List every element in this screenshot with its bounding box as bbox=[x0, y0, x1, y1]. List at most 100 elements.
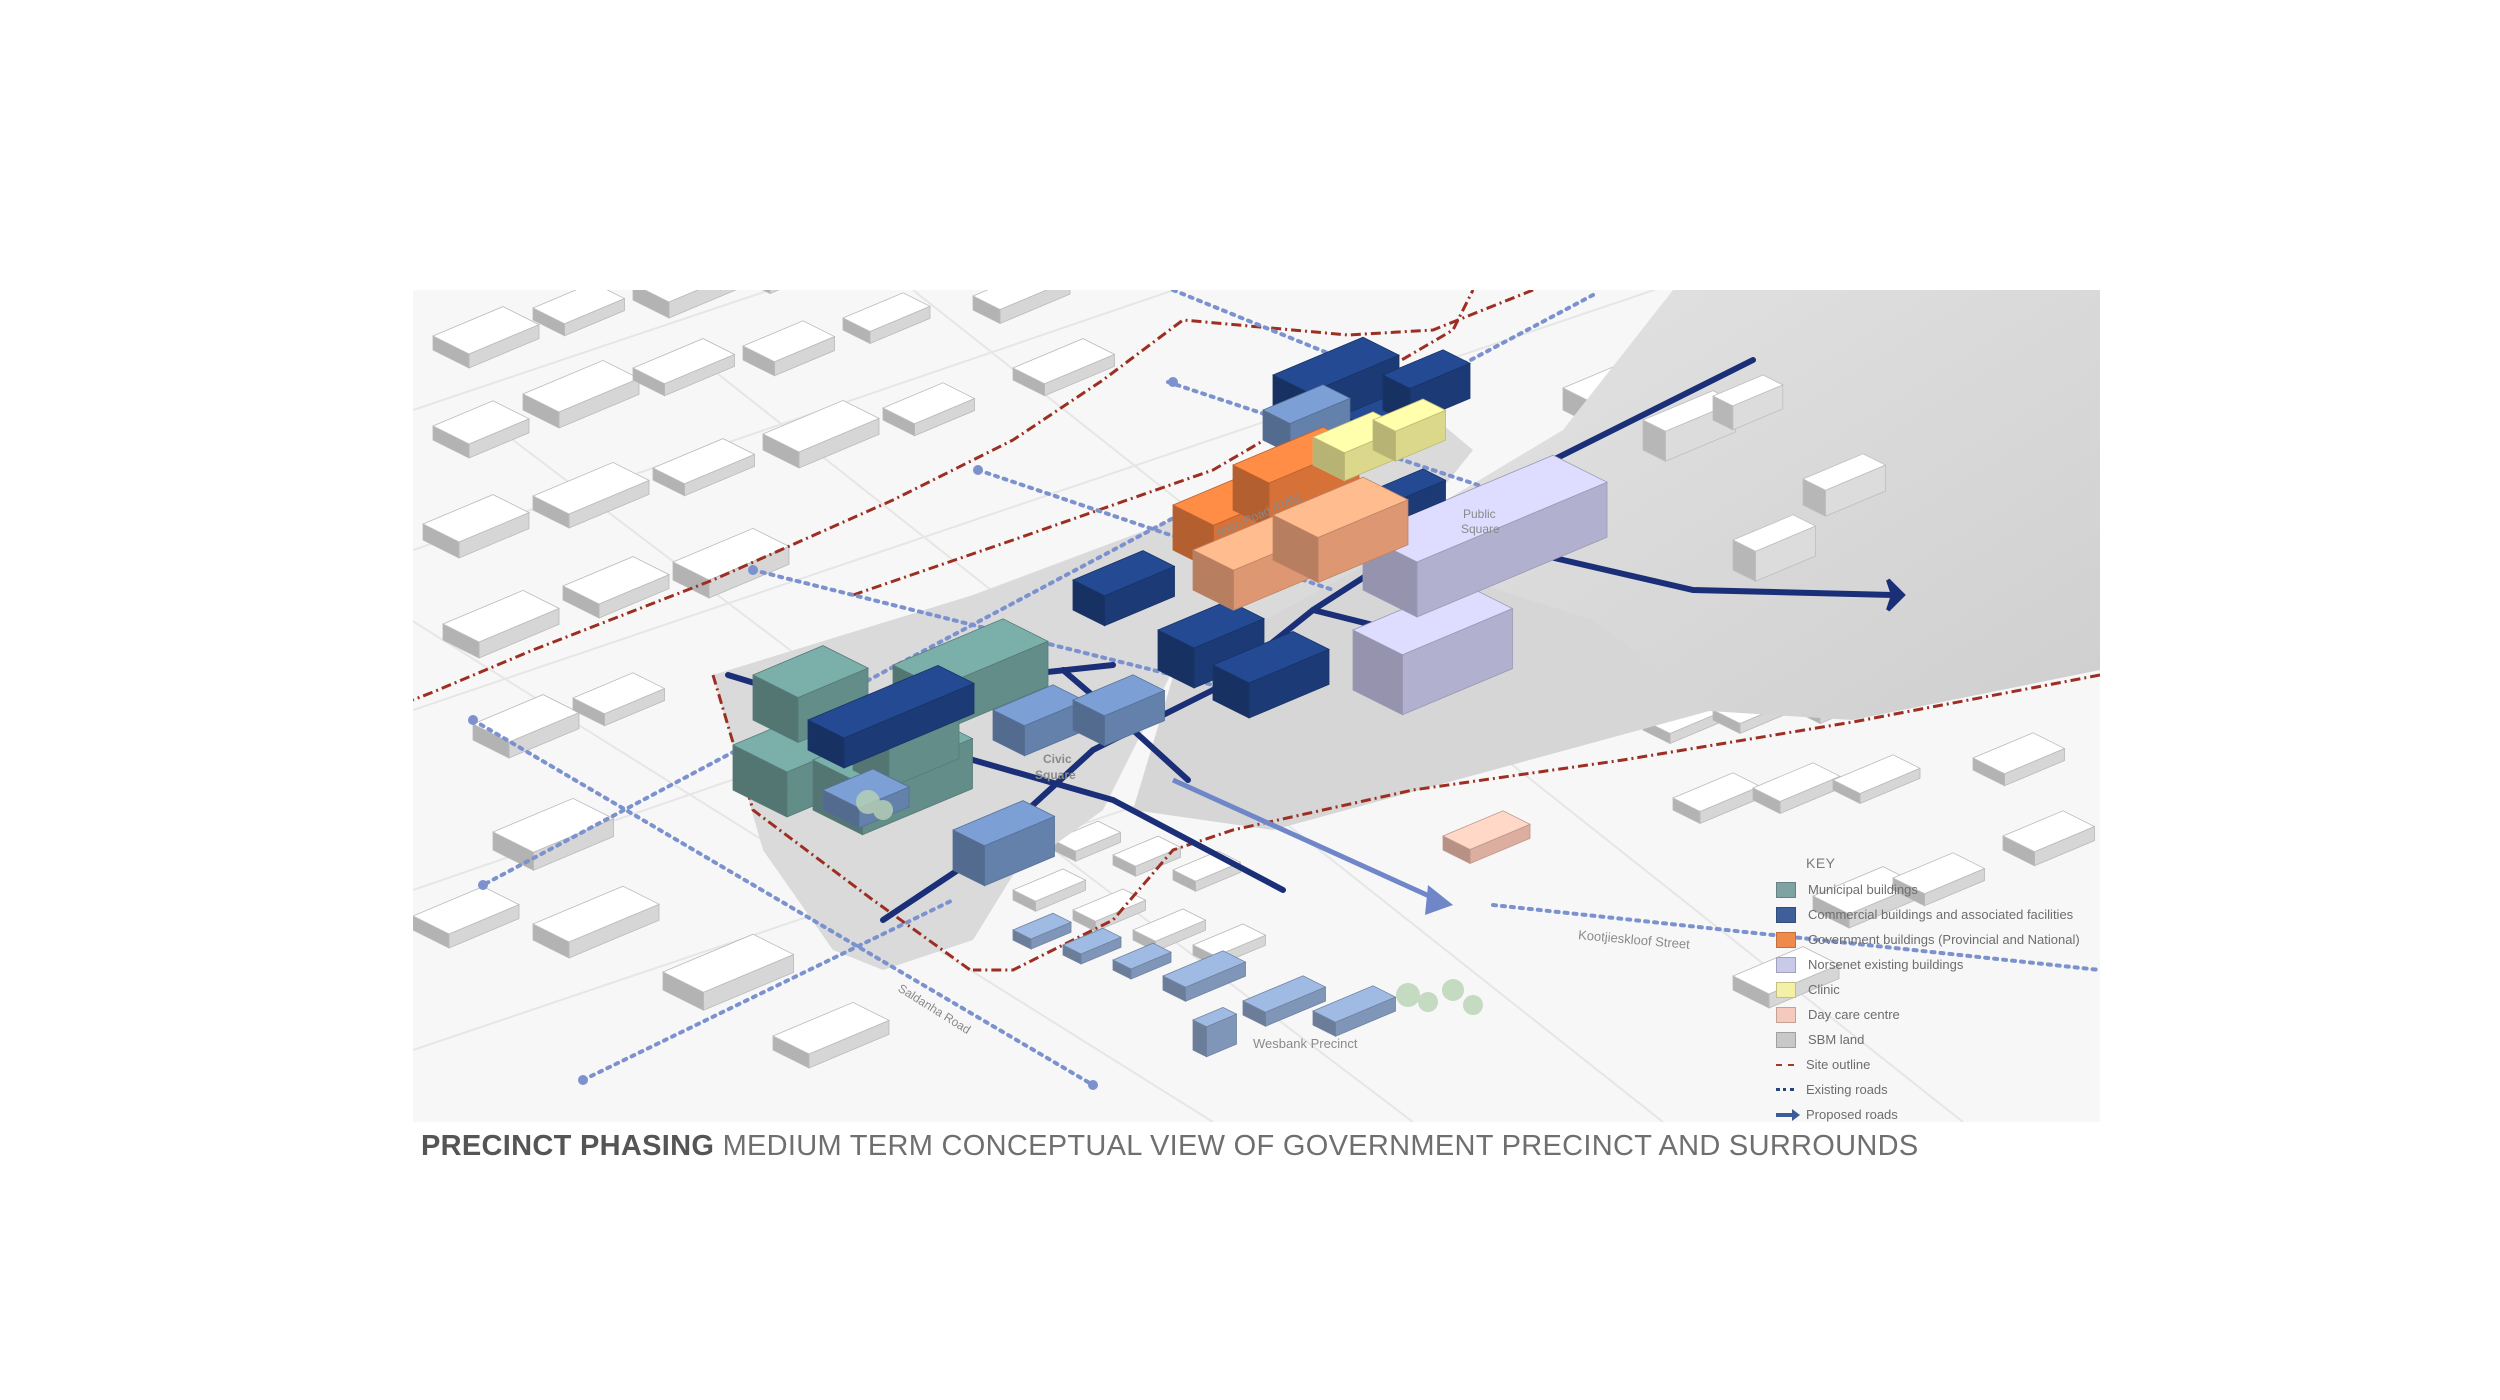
key-title: KEY bbox=[1806, 855, 1836, 871]
key-swatch-daycare bbox=[1776, 1006, 1796, 1023]
context-block bbox=[532, 290, 626, 337]
proposed-road-arrow-south bbox=[1425, 885, 1453, 915]
context-block bbox=[1012, 868, 1087, 912]
commercial-light-c bbox=[1072, 674, 1166, 747]
wesbank-building-b bbox=[1062, 927, 1122, 965]
sbm-building bbox=[1802, 453, 1887, 517]
label-civic-square-1: Civic bbox=[1043, 752, 1072, 766]
existing-road-ends bbox=[468, 377, 1178, 1090]
site-outline bbox=[413, 290, 1534, 702]
clinic-building-b bbox=[1372, 398, 1447, 462]
key-swatch-site bbox=[1776, 1063, 1794, 1066]
key-label-municipal: Municipal buildings bbox=[1808, 882, 1918, 897]
key-swatch-norsenet bbox=[1776, 956, 1796, 973]
context-block bbox=[432, 306, 540, 369]
context-block bbox=[662, 933, 795, 1011]
norsenet-building-b bbox=[1362, 454, 1608, 618]
commercial-light-b bbox=[992, 684, 1086, 757]
context-block bbox=[532, 461, 650, 529]
commercial-light-d bbox=[952, 800, 1056, 887]
key-item-proposed: Proposed roads bbox=[1776, 1102, 2096, 1122]
key-item-norsenet: Norsenet existing buildings bbox=[1776, 952, 2096, 977]
context-block bbox=[572, 672, 666, 727]
label-wesbank: Wesbank Precinct bbox=[1253, 1036, 1358, 1051]
context-block bbox=[492, 797, 615, 871]
commercial-building-c bbox=[1157, 600, 1265, 689]
label-public-square-1: Public bbox=[1463, 507, 1496, 521]
key-item-daycare: Day care centre bbox=[1776, 1002, 2096, 1027]
caption-bold: PRECINCT PHASING bbox=[421, 1130, 715, 1162]
context-block bbox=[522, 359, 640, 429]
context-block bbox=[632, 338, 736, 397]
site-outline-east bbox=[973, 673, 2100, 972]
key-label-government: Government buildings (Provincial and Nat… bbox=[1808, 932, 2080, 947]
context-block bbox=[562, 556, 670, 619]
government-building-d bbox=[1272, 476, 1409, 584]
daycare-building bbox=[1442, 810, 1531, 865]
key-label-commercial: Commercial buildings and associated faci… bbox=[1808, 907, 2074, 922]
proposed-road-south bbox=[1171, 777, 1440, 903]
context-block bbox=[1892, 852, 1986, 907]
context-block bbox=[413, 886, 520, 949]
context-block bbox=[1672, 772, 1761, 825]
key-item-site: Site outline bbox=[1776, 1052, 2096, 1077]
key-item-existing: Existing roads bbox=[1776, 1077, 2096, 1102]
site-outline-west bbox=[711, 674, 974, 974]
key-item-municipal: Municipal buildings bbox=[1776, 877, 2096, 902]
wesbank-building-f bbox=[1312, 985, 1397, 1037]
context-block bbox=[1112, 835, 1182, 877]
context-block bbox=[1012, 338, 1116, 397]
commercial-building-a bbox=[807, 664, 975, 769]
key-label-clinic: Clinic bbox=[1808, 982, 1840, 997]
key-swatch-clinic bbox=[1776, 981, 1796, 998]
proposed-road-arrow-east bbox=[1886, 578, 1906, 612]
key-swatch-sbm bbox=[1776, 1031, 1796, 1048]
wesbank-tower bbox=[1192, 1006, 1238, 1058]
commercial-building-b bbox=[1072, 550, 1176, 627]
context-block bbox=[772, 1001, 890, 1069]
context-block bbox=[422, 494, 530, 559]
context-block bbox=[762, 399, 880, 469]
key-swatch-commercial bbox=[1776, 906, 1796, 923]
key-label-site: Site outline bbox=[1806, 1057, 1871, 1072]
context-block bbox=[652, 438, 756, 497]
caption-rest: MEDIUM TERM CONCEPTUAL VIEW OF GOVERNMEN… bbox=[722, 1130, 1919, 1162]
key-label-norsenet: Norsenet existing buildings bbox=[1808, 957, 1964, 972]
context-block bbox=[1172, 850, 1242, 892]
context-block bbox=[1972, 732, 2066, 787]
context-block bbox=[532, 885, 660, 959]
sbm-land bbox=[1413, 290, 2100, 720]
key-swatch-proposed bbox=[1776, 1108, 1800, 1121]
key-swatch-existing bbox=[1776, 1088, 1794, 1091]
norsenet-building-a bbox=[1352, 583, 1514, 716]
context-block bbox=[1832, 754, 1921, 805]
precinct-illustration bbox=[413, 290, 2100, 1122]
sbm-building bbox=[1712, 374, 1784, 431]
label-public-square-2: Square bbox=[1461, 522, 1500, 536]
wesbank-building-c bbox=[1112, 942, 1172, 980]
context-block bbox=[472, 694, 580, 759]
key-item-commercial: Commercial buildings and associated faci… bbox=[1776, 902, 2096, 927]
key-label-sbm: SBM land bbox=[1808, 1032, 1865, 1047]
trees bbox=[856, 790, 1483, 1015]
precinct-map: Main Road (R45) Public Square Civic Squa… bbox=[413, 290, 2100, 1122]
wesbank-building-a bbox=[1012, 912, 1072, 950]
key-swatch-government bbox=[1776, 931, 1796, 948]
context-block bbox=[632, 290, 737, 319]
key-label-existing: Existing roads bbox=[1806, 1082, 1888, 1097]
context-block bbox=[972, 290, 1071, 325]
key-item-government: Government buildings (Provincial and Nat… bbox=[1776, 927, 2096, 952]
context-block bbox=[882, 382, 976, 437]
wesbank-building-e bbox=[1242, 975, 1327, 1027]
context-block bbox=[442, 589, 560, 659]
context-block bbox=[1752, 762, 1841, 815]
wesbank-building-d bbox=[1162, 950, 1247, 1002]
context-block bbox=[762, 290, 780, 295]
commercial-building-g bbox=[1212, 630, 1330, 719]
context-block bbox=[842, 292, 931, 345]
label-civic-square-2: Square bbox=[1035, 768, 1076, 782]
sbm-building bbox=[1732, 514, 1817, 582]
context-block bbox=[742, 320, 836, 377]
context-block bbox=[2002, 810, 2096, 867]
